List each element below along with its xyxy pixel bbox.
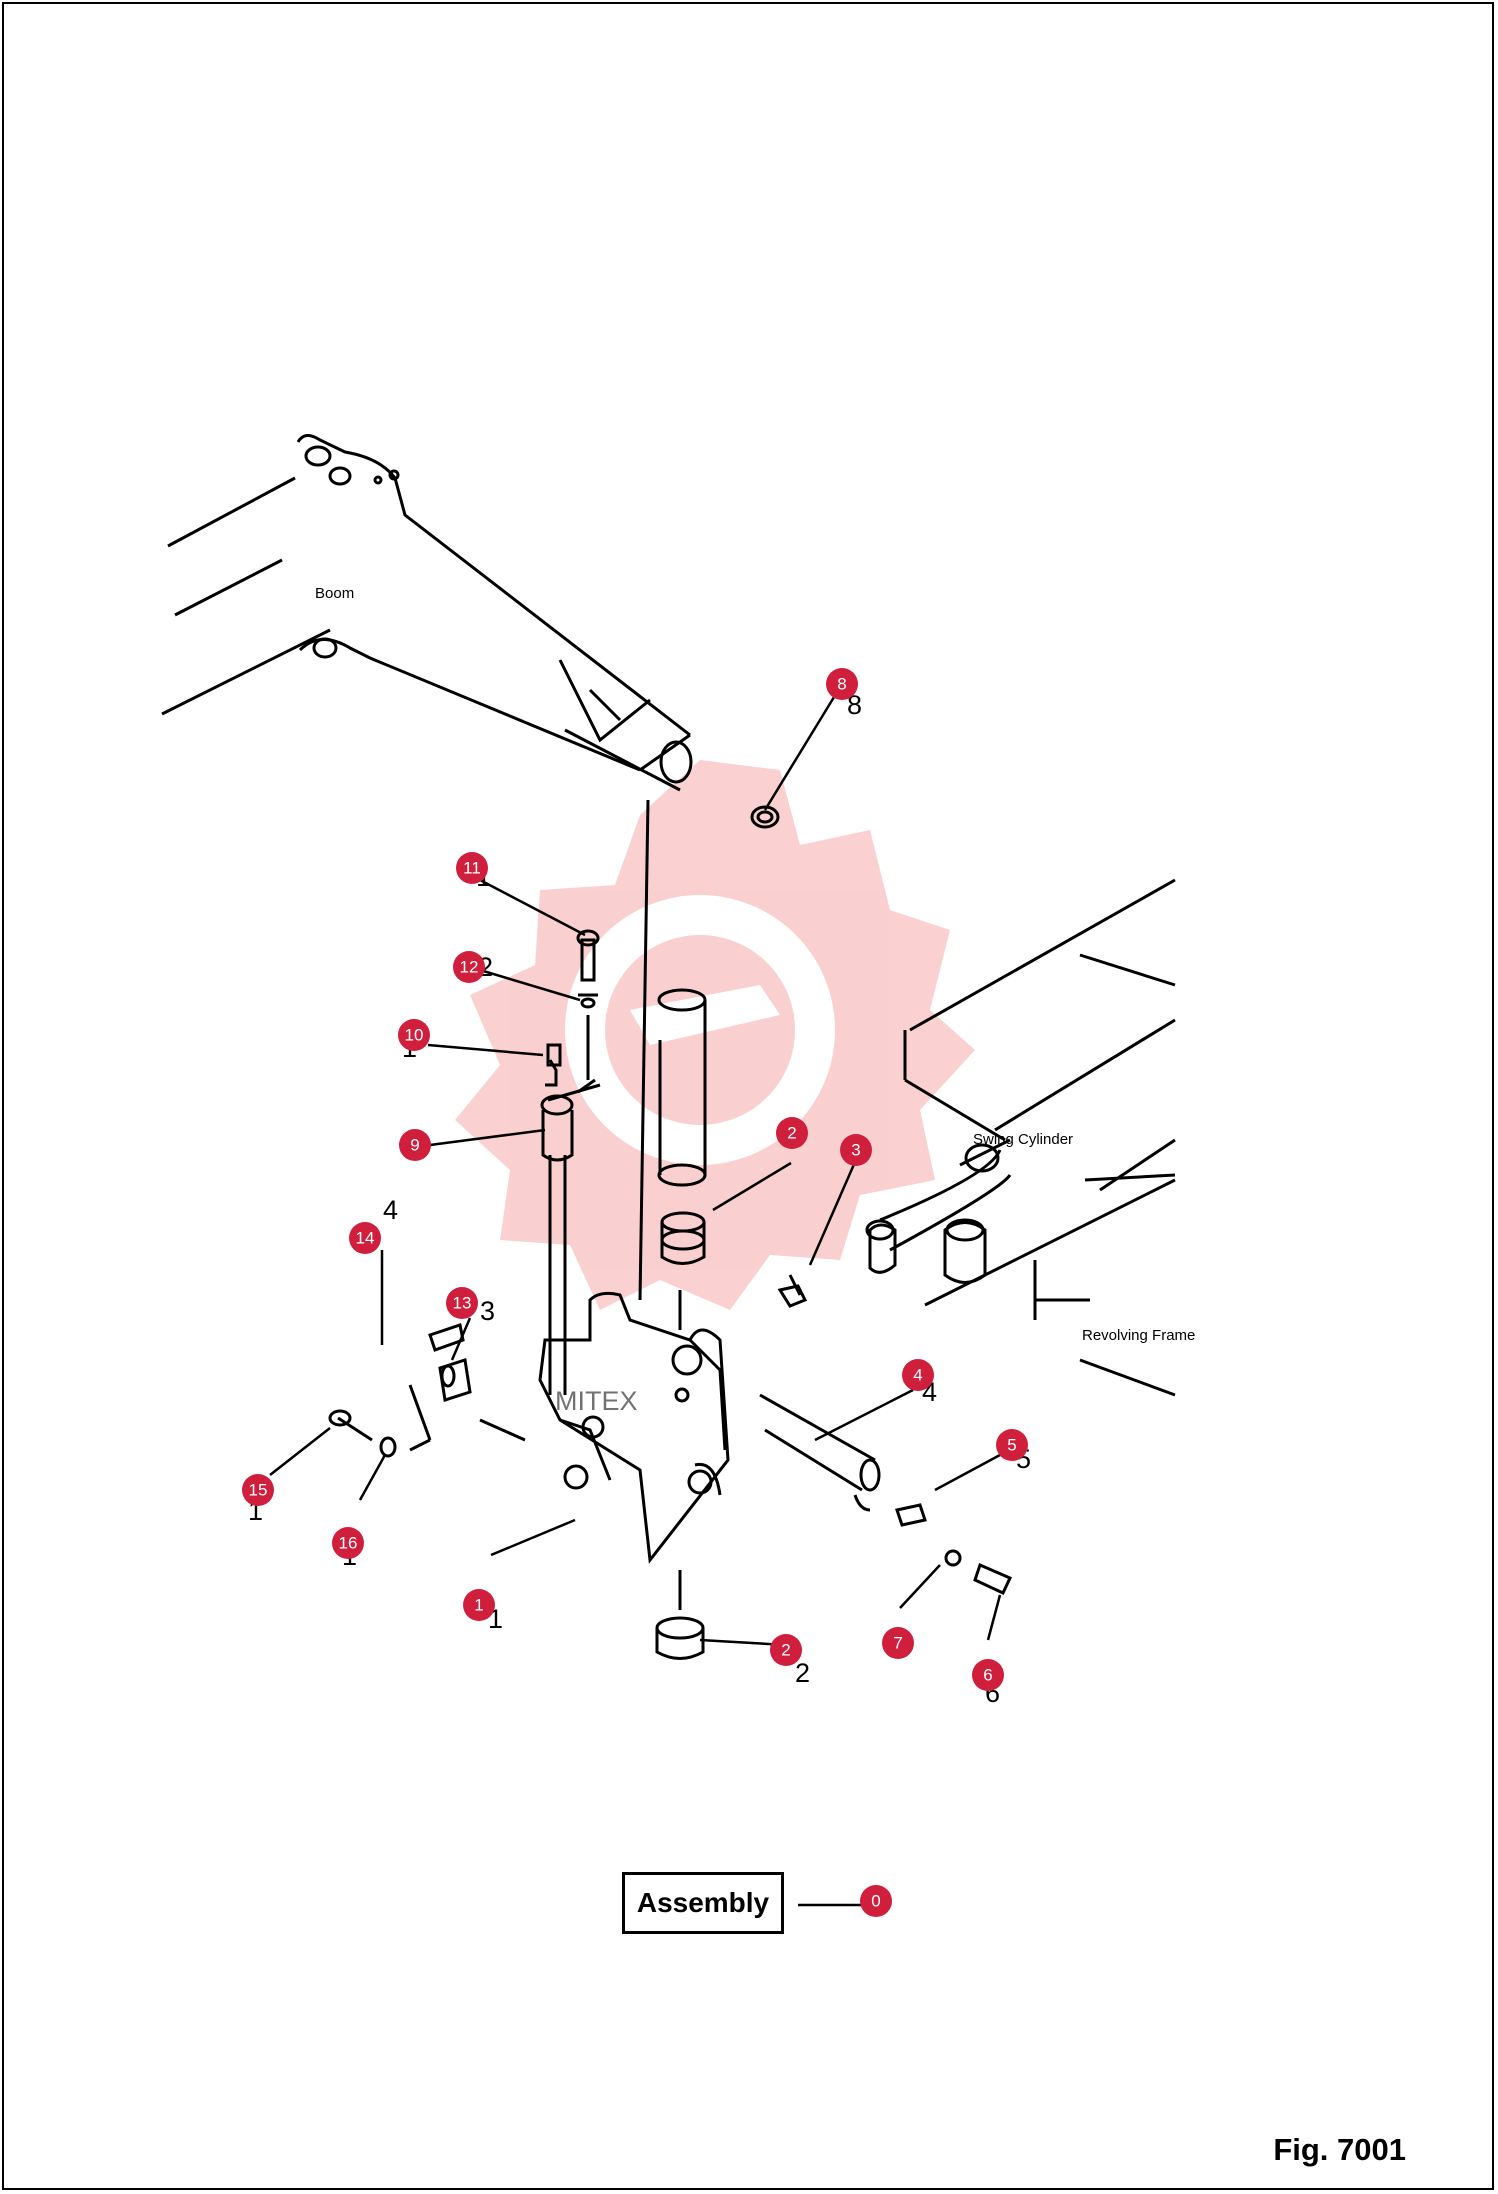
svg-text:11: 11 [463, 859, 481, 878]
callout-12[interactable]: 12 [453, 951, 485, 983]
svg-text:16: 16 [339, 1534, 358, 1553]
svg-text:9: 9 [410, 1136, 419, 1155]
callout-10[interactable]: 10 [398, 1019, 430, 1051]
svg-text:6: 6 [983, 1666, 992, 1685]
callout-1-circle [463, 1589, 495, 1621]
callout-7-circle [882, 1627, 914, 1659]
svg-text:10: 10 [405, 1026, 424, 1045]
callout-13[interactable]: 13 [446, 1287, 478, 1319]
svg-text:2: 2 [781, 1641, 790, 1660]
callout-3[interactable]: 3 [840, 1134, 872, 1166]
callout-1[interactable]: 1 [463, 1589, 495, 1621]
svg-text:5: 5 [1007, 1436, 1016, 1455]
callout-2-upper[interactable]: 2 [776, 1117, 808, 1149]
svg-text:3: 3 [851, 1141, 860, 1160]
callout-3-circle [840, 1134, 872, 1166]
callout-4[interactable]: 4 [902, 1359, 934, 1391]
svg-text:4: 4 [913, 1366, 922, 1385]
callout-10-circle [398, 1019, 430, 1051]
svg-text:13: 13 [453, 1294, 472, 1313]
callout-9[interactable]: 9 [399, 1129, 431, 1161]
callout-16-circle [332, 1527, 364, 1559]
callout-7[interactable]: 7 [882, 1627, 914, 1659]
svg-text:8: 8 [847, 690, 862, 720]
watermark-text: MITEX [555, 1386, 638, 1416]
callout-5-circle [996, 1429, 1028, 1461]
swing-cylinder-label: Swing Cylinder [973, 1131, 1073, 1148]
callout-6-circle [972, 1659, 1004, 1691]
revolving-frame-outline [865, 878, 1176, 1397]
boom-label: Boom [315, 585, 354, 602]
callout-14-circle [349, 1222, 381, 1254]
callout-15[interactable]: 15 [242, 1474, 274, 1506]
callout-9-circle [399, 1129, 431, 1161]
svg-text:2: 2 [787, 1124, 796, 1143]
figure-number: Fig. 7001 [1273, 2132, 1406, 2167]
callout-8-circle [826, 668, 858, 700]
svg-text:7: 7 [893, 1634, 902, 1653]
svg-text:2: 2 [795, 1658, 810, 1688]
watermark-gear [455, 760, 975, 1310]
swing-bracket-parts [328, 799, 1013, 1660]
callout-2-upper-circle [776, 1117, 808, 1149]
svg-text:12: 12 [460, 958, 479, 977]
svg-text:3: 3 [480, 1296, 495, 1326]
svg-text:15: 15 [249, 1481, 268, 1500]
svg-text:0: 0 [871, 1892, 880, 1911]
revolving-frame-label: Revolving Frame [1082, 1327, 1195, 1344]
assembly-label-box[interactable]: Assembly [622, 1872, 784, 1934]
boom-outline [161, 434, 693, 792]
svg-text:1: 1 [474, 1596, 483, 1615]
assembly-label: Assembly [636, 1887, 770, 1918]
leader-lines [269, 683, 1014, 1907]
callout-14[interactable]: 14 [349, 1222, 381, 1254]
callout-assembly[interactable]: 0 [860, 1885, 892, 1917]
callout-6[interactable]: 6 [972, 1659, 1004, 1691]
svg-text:8: 8 [837, 675, 846, 694]
callout-11[interactable]: 11 [456, 852, 488, 884]
callout-8[interactable]: 8 [826, 668, 858, 700]
callout-4-circle [902, 1359, 934, 1391]
callout-2-lower-circle [770, 1634, 802, 1666]
svg-text:4: 4 [383, 1195, 398, 1225]
callout-15-circle [242, 1474, 274, 1506]
svg-text:14: 14 [356, 1229, 375, 1248]
callout-13-circle [446, 1287, 478, 1319]
callout-assembly-circle [860, 1885, 892, 1917]
callout-5[interactable]: 5 [996, 1429, 1028, 1461]
callout-16[interactable]: 16 [332, 1527, 364, 1559]
callout-2-lower[interactable]: 2 [770, 1634, 802, 1666]
callout-12-circle [453, 951, 485, 983]
callout-11-circle [456, 852, 488, 884]
